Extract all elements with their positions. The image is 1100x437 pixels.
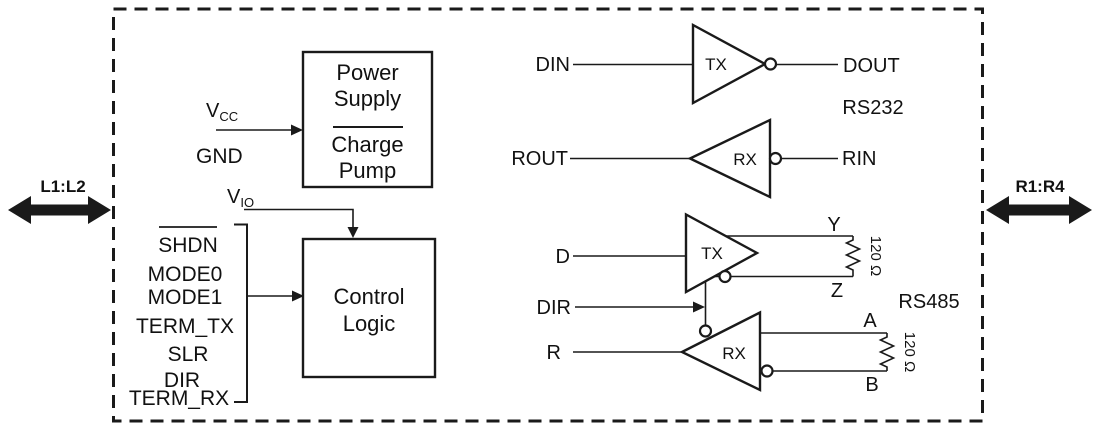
- rs232-tx-invert-bubble-icon: [763, 57, 778, 71]
- control-logic-box: [301, 237, 437, 379]
- control-bus-arrowhead-icon: [292, 290, 304, 302]
- rs485-rx-termination-label: 120 Ω: [901, 332, 918, 372]
- rs485-b-invert-bubble-icon: [760, 364, 774, 378]
- vcc-label-main: V: [206, 100, 220, 122]
- control-logic-title-1: Control: [334, 284, 405, 309]
- vio-label-main: V: [227, 186, 241, 208]
- rs485-tx-buffer-label: TX: [701, 244, 723, 263]
- rs485-rx-buffer-icon: [679, 310, 762, 392]
- pin-shdn: SHDN: [158, 234, 218, 257]
- b-label: B: [865, 374, 878, 396]
- gnd-label: GND: [196, 145, 243, 168]
- z-label: Z: [831, 280, 843, 302]
- power-supply-box: [301, 50, 434, 189]
- right-port-label: R1:R4: [1015, 177, 1065, 196]
- dir-arrowhead-icon: [693, 301, 705, 313]
- din-label: DIN: [536, 54, 570, 76]
- rs232-rx-invert-bubble-icon: [768, 151, 783, 166]
- power-supply-title-1: Power: [336, 60, 398, 85]
- rout-label: ROUT: [511, 148, 568, 170]
- d-label: D: [556, 246, 570, 268]
- chip-boundary: [112, 7, 984, 423]
- rs232-rx-buffer-icon: [687, 118, 772, 199]
- pin-dir: DIR: [164, 369, 200, 392]
- pin-term-rx: TERM_RX: [129, 387, 229, 410]
- rs232-tx-buffer-icon: [691, 22, 768, 106]
- rs232-rx-buffer-label: RX: [733, 150, 757, 169]
- rs485-section-label: RS485: [898, 291, 959, 313]
- power-supply-title-3: Charge: [331, 132, 403, 157]
- pin-mode1: MODE1: [148, 286, 223, 309]
- vio-arrowhead-icon: [347, 227, 359, 238]
- vcc-arrowhead-icon: [291, 124, 303, 136]
- rs485-z-invert-bubble-icon: [718, 269, 732, 284]
- vcc-label: VCC: [206, 100, 238, 124]
- pin-slr: SLR: [168, 343, 209, 366]
- a-label: A: [863, 310, 877, 332]
- rs485-rx-termination-resistor-icon: [878, 333, 896, 371]
- pin-term-tx: TERM_TX: [136, 315, 234, 338]
- power-supply-title-2: Supply: [334, 86, 401, 111]
- rs485-tx-termination-resistor-icon: [844, 236, 862, 277]
- rin-label: RIN: [842, 148, 876, 170]
- right-port-arrow-icon: [986, 196, 1092, 224]
- vio-label: VIO: [227, 186, 254, 210]
- rs485-rx-buffer-label: RX: [722, 344, 746, 363]
- r-label: R: [547, 342, 561, 364]
- y-label: Y: [827, 214, 840, 236]
- control-pins-bracket: [234, 223, 248, 403]
- power-supply-title-4: Pump: [339, 158, 396, 183]
- dout-label: DOUT: [843, 55, 900, 77]
- rs232-section-label: RS232: [842, 97, 903, 119]
- vcc-label-sub: CC: [219, 109, 238, 124]
- control-logic-title-2: Logic: [343, 311, 396, 336]
- left-port-arrow-icon: [8, 196, 111, 224]
- dir-label: DIR: [537, 297, 571, 319]
- left-port-label: L1:L2: [40, 177, 85, 196]
- rs485-tx-termination-label: 120 Ω: [867, 236, 884, 276]
- pin-mode0: MODE0: [148, 263, 223, 286]
- vio-wire: [244, 208, 354, 229]
- rs232-tx-buffer-label: TX: [705, 55, 727, 74]
- rs485-rx-enable-bubble-icon: [698, 324, 713, 338]
- vio-label-sub: IO: [240, 195, 254, 210]
